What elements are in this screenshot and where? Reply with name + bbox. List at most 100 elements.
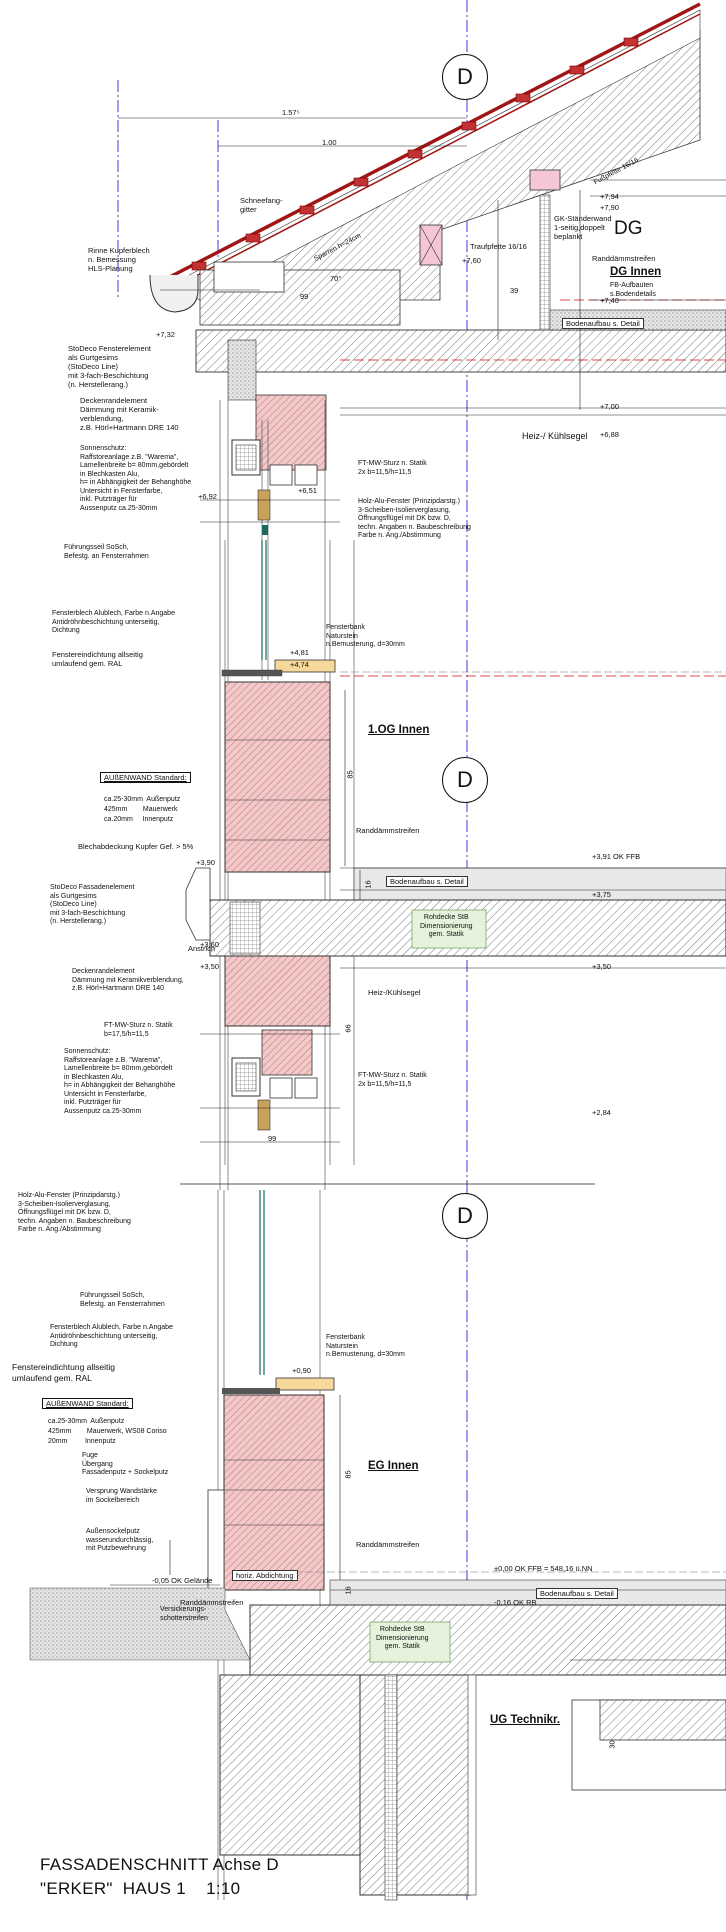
axis-marker-d-middle: D [442,757,488,803]
label-bodenaufbau-lower: Bodenaufbau s. Detail [536,1588,618,1599]
label-anstrich: Anstrich [188,944,216,953]
axis-marker-d-upper: D [442,54,488,100]
level-790: +7,90 [600,203,619,212]
level-360: +3,60 [200,940,219,949]
dim-99-mid: 99 [268,1134,277,1143]
room-eg-innen: EG Innen [368,1460,419,1472]
note-fensterblech-mid: Fensterblech Alublech, Farbe n.Angabe An… [52,610,175,634]
dim-157: 1.57⁵ [282,108,300,117]
note-fenster-lower: Holz-Alu-Fenster (Prinzipdarstg.) 3-Sche… [18,1192,131,1233]
level-700: +7,00 [600,402,619,411]
note-fenster-upper: Holz-Alu-Fenster (Prinzipdarstg.) 3-Sche… [358,498,471,539]
note-rinne: Rinne Kupferblech n. Bemessung HLS-Planu… [88,246,150,273]
note-deckenrand-upper: Deckenrandelement Dämmung mit Keramik- v… [80,396,179,432]
label-dg-short: DG [614,218,643,239]
aussenwand-row-lower-3: 20mm Innenputz [48,1438,116,1445]
note-randdaemm-lower2: Randdämmstreifen [180,1598,244,1607]
dim-30-lower: 30 [607,1740,617,1749]
drawing-title-line2: "ERKER" HAUS 1 1:10 [40,1879,241,1898]
dim-16-mid: 16 [363,880,373,889]
note-fuehrungsseil-lower: Führungsseil SoSch, Befestg. an Fensterr… [80,1292,165,1308]
aussenwand-title-mid: AUßENWAND Standard: [104,773,187,782]
aussenwand-row-lower-2: 425mm Mauerwerk, WS08 Coriso [48,1428,167,1435]
label-gk-wand: GK-Ständerwand 1-seitig,doppelt beplankt [554,214,612,241]
label-bodenaufbau-dg: Bodenaufbau s. Detail [562,318,644,329]
level-688: +6,88 [600,430,619,439]
note-sonnenschutz-upper: Sonnenschutz: Raffstoreanlage z.B. "Ware… [80,445,192,512]
level-692: +6,92 [198,492,217,501]
aussenwand-row-mid-3: ca.20mm Innenputz [104,816,174,823]
note-randdaemm-mid: Randdämmstreifen [356,826,420,835]
middle-section [180,540,726,1185]
dim-85-lower: 85 [343,1470,353,1479]
note-stodeco-upper: StoDeco Fensterelement als Gurtgesims (S… [68,344,151,389]
label-bodenaufbau-mid: Bodenaufbau s. Detail [386,876,468,887]
dim-66-mid: 66 [343,1024,353,1033]
dim-39: 39 [510,286,519,295]
axis-marker-d-lower: D [442,1193,488,1239]
note-fuge: Fuge Übergang Fassadenputz + Sockelputz [82,1452,169,1476]
dim-99: 99 [300,292,309,301]
note-gelaende: -0,05 OK Gelände [152,1576,213,1585]
dim-16-lower: 16 [343,1586,353,1595]
level-474: +4,74 [290,660,309,669]
note-rohdecke-lower: Rohdecke StB Dimensionierung gem. Statik [376,1626,429,1650]
level-740: +7,40 [600,296,619,305]
note-sockelputz: Außensockelputz wasserundurchlässig, mit… [86,1528,154,1552]
dim-100: 1.00 [322,138,337,147]
level-016: -0,16 OK RB [494,1598,537,1607]
label-fb-aufbau: FB-Aufbauten s.Bodendetails [610,282,656,298]
level-760: +7,60 [462,256,481,265]
note-stodeco-mid: StoDeco Fassadenelement als Gurtgesims (… [50,884,135,925]
level-732: +7,32 [156,330,175,339]
level-350b: +3,50 [200,962,219,971]
level-375: +3,75 [592,890,611,899]
label-heiz-mid: Heiz-/Kühlsegel [368,988,421,997]
note-fensterbank-mid: Fensterbank Naturstein n.Bemusterung, d=… [326,624,405,648]
level-350: +3,50 [592,962,611,971]
aussenwand-row-mid-2: 425mm Mauerwerk [104,806,178,813]
room-ug-technikr: UG Technikr. [490,1714,561,1726]
aussenwand-title-lower: AUßENWAND Standard: [46,1399,129,1408]
aussenwand-standard-mid: AUßENWAND Standard: [100,772,191,783]
level-794: +7,94 [600,192,619,201]
level-481: +4,81 [290,648,309,657]
note-rohdecke-mid: Rohdecke StB Dimensionierung gem. Statik [420,914,473,938]
note-eindichtung-lower: Fenstereindichtung allseitig umlaufend g… [12,1362,116,1383]
note-blechabdeckung: Blechabdeckung Kupfer Gef. > 5% [78,842,194,851]
note-sturz-upper: FT-MW-Sturz n. Statik 2x b=11,5/h=11,5 [358,460,427,476]
note-randdaemm-lower: Randdämmstreifen [356,1540,420,1549]
drawing-title-line1: FASSADENSCHNITT Achse D [40,1855,279,1874]
dim-70: 70° [330,274,342,283]
upper-section [117,0,726,1190]
note-sonnenschutz-mid: Sonnenschutz: Raffstoreanlage z.B. "Ware… [64,1048,176,1115]
note-sturz-mid: FT-MW-Sturz n. Statik b=17,5/h=11,5 [104,1022,173,1038]
note-versickerung: Versickerungs- schotterstreifen [160,1606,208,1622]
level-651: +6,51 [298,486,317,495]
label-randdaemm-dg: Randdämmstreifen [592,254,656,263]
note-sturz2-mid: FT-MW-Sturz n. Statik 2x b=11,5/h=11,5 [358,1072,427,1088]
note-deckenrand-mid: Deckenrandelement Dämmung mit Keramikver… [72,968,184,992]
label-horiz-abdichtung: horiz. Abdichtung [232,1570,298,1581]
level-390: +3,90 [196,858,215,867]
room-1og-innen: 1.OG Innen [368,724,430,736]
aussenwand-standard-lower: AUßENWAND Standard: [42,1398,133,1409]
level-090: +0,90 [292,1366,311,1375]
dim-85-mid: 85 [345,770,355,779]
aussenwand-row-mid-1: ca.25-30mm Außenputz [104,796,181,803]
level-284: +2,84 [592,1108,611,1117]
aussenwand-row-lower-1: ca.25-30mm Außenputz [48,1418,125,1425]
label-traufpfette: Traufpfette 16/16 [470,242,527,251]
lower-section [29,1190,726,1901]
note-fuehrungsseil-mid: Führungsseil SoSch, Befestg. an Fensterr… [64,544,149,560]
label-schneefang: Schneefang- gitter [240,196,283,214]
note-fensterbank-lower: Fensterbank Naturstein n.Bemusterung, d=… [326,1334,405,1358]
note-fensterblech-lower: Fensterblech Alublech, Farbe n.Angabe An… [50,1324,173,1348]
note-eindichtung-mid: Fenstereindichtung allseitig umlaufend g… [52,650,143,668]
level-391: +3,91 OK FFB [592,852,641,861]
note-versprung: Versprung Wandstärke im Sockelbereich [86,1488,157,1504]
level-000: ±0,00 OK FFB = 548,16 ü.NN [494,1564,593,1573]
label-heiz-dg: Heiz-/ Kühlsegel [522,431,588,441]
room-dg-innen: DG Innen [610,266,662,278]
